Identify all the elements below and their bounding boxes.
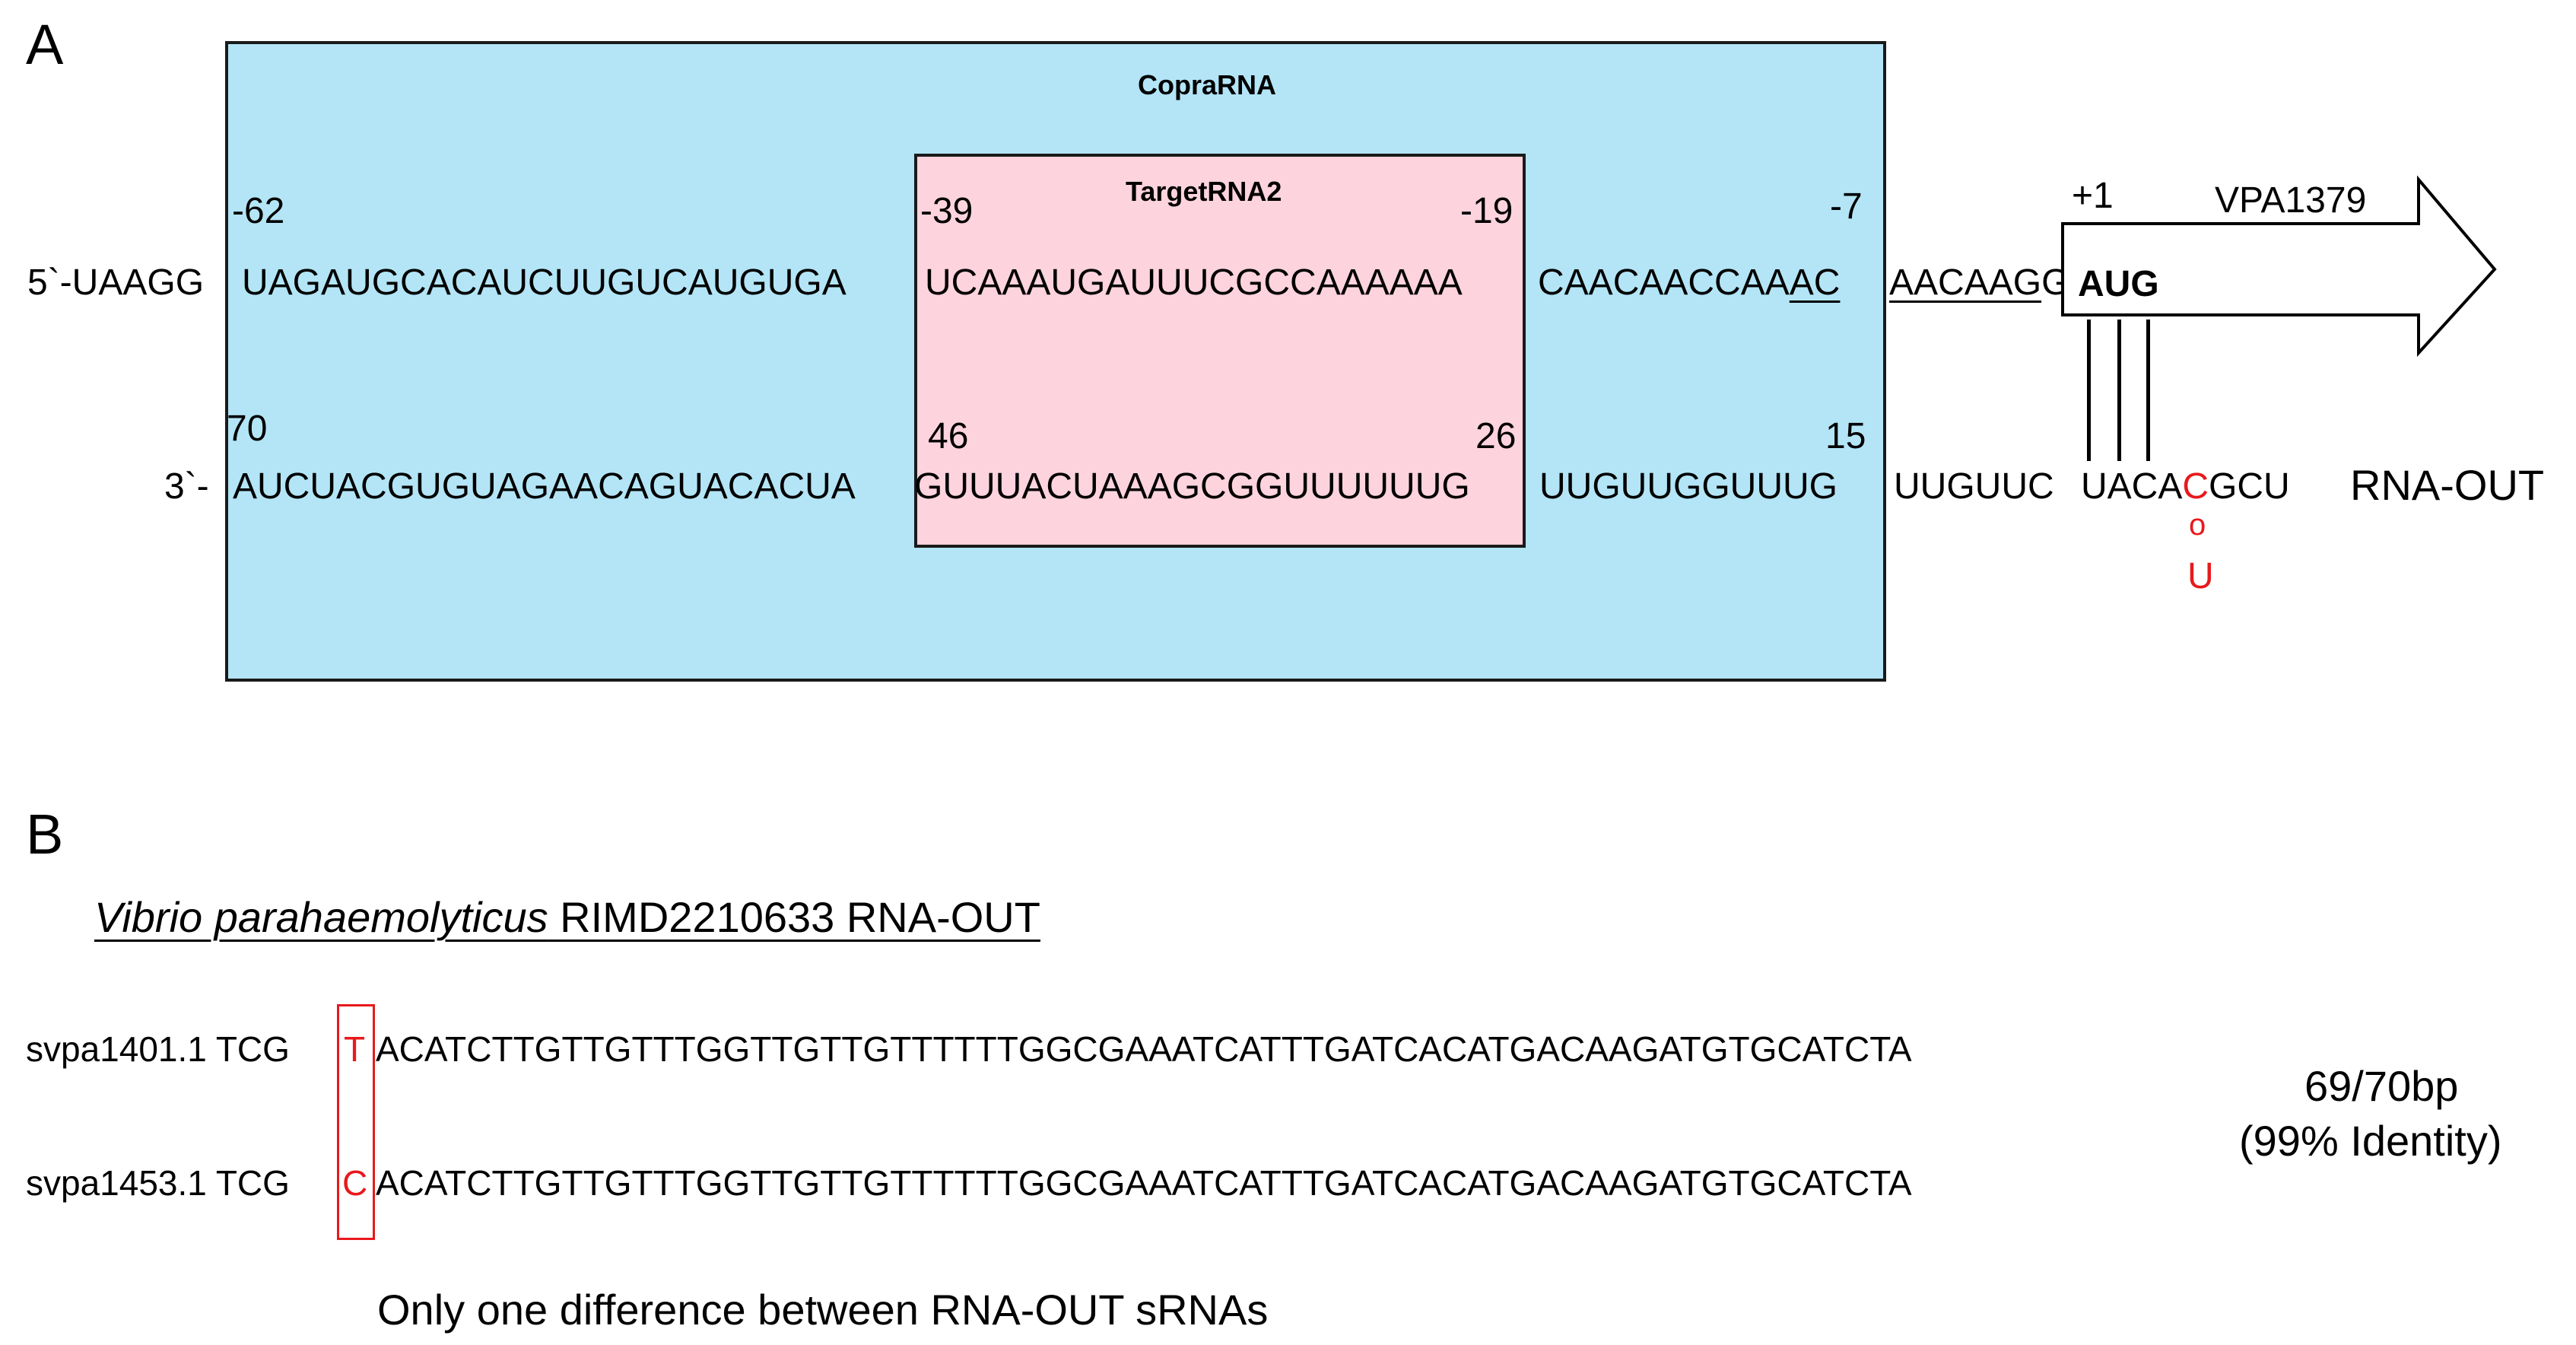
- bottom-position-2: 46: [928, 416, 969, 456]
- rna-out-label: RNA-OUT: [2350, 461, 2545, 509]
- top-strand-segment-3-plain: CAACAACCAA: [1538, 262, 1790, 303]
- top-strand-segment-4-underlined: AACAAG: [1889, 262, 2042, 303]
- pairing-line-3: [2146, 320, 2150, 461]
- gene-arrow-icon: [2061, 175, 2497, 358]
- top-strand-segment-3: CAACAACCAAAC: [1538, 265, 1840, 301]
- row-1-diff-base: T: [344, 1029, 366, 1069]
- sequence-row-2-id: svpa1453.1 TCG: [26, 1165, 290, 1200]
- top-strand-segment-3-underlined: AC: [1789, 262, 1841, 303]
- identity-percent: (99% Identity): [2239, 1117, 2502, 1165]
- panel-b-title: Vibrio parahaemolyticus RIMD2210633 RNA-…: [94, 896, 1040, 939]
- bottom-strand-segment-2: GUUUACUAAAGCGGUUUUUUG: [914, 466, 1470, 507]
- bottom-strand-segment-3: UUGUUGGUUUG: [1539, 466, 1838, 507]
- bottom-strand-segment-1: AUCUACGUGUAGAACAGUACACUA: [233, 466, 856, 507]
- pairing-line-2: [2117, 320, 2121, 461]
- top-strand-prefix: 5`-UAAGG: [27, 262, 205, 303]
- top-position-2: -39: [920, 191, 974, 231]
- variant-alternative-base: U: [2187, 556, 2214, 596]
- difference-highlight-frame: [337, 1004, 375, 1240]
- top-strand-segment-2: UCAAAUGAUUUCGCCAAAAAA: [925, 262, 1463, 303]
- top-strand-segment-4: AACAAGG: [1889, 265, 2069, 301]
- start-codon-label: AUG: [2078, 264, 2159, 304]
- identity-count: 69/70bp: [2304, 1062, 2459, 1110]
- row-2-diff-base: C: [342, 1163, 368, 1203]
- difference-note: Only one difference between RNA-OUT sRNA…: [377, 1286, 1269, 1334]
- gene-arrow-shape: [2061, 175, 2497, 358]
- panel-b-label: B: [26, 803, 64, 866]
- pairing-line-1: [2087, 320, 2091, 461]
- bottom-strand-segment-5: UACACGCU: [2081, 469, 2290, 505]
- sequence-row-1-id: svpa1401.1 TCG: [26, 1032, 290, 1067]
- bottom-strand-segment-5a: UACA: [2081, 466, 2183, 507]
- bottom-strand-segment-5b: GCU: [2209, 466, 2290, 507]
- gene-name-label: VPA1379: [2215, 180, 2367, 221]
- row-2-prefix: TCG: [215, 1163, 290, 1203]
- species-name: Vibrio parahaemolyticus: [94, 893, 548, 941]
- bottom-strand-segment-4: UUGUUC: [1894, 466, 2054, 507]
- top-position-4: -7: [1830, 186, 1863, 227]
- targetrna2-title: TargetRNA2: [1126, 176, 1282, 207]
- row-1-sequence: ACATCTTGTTGTTTGGTTGTTGTTTTTTGGCGAAATCATT…: [376, 1029, 1912, 1069]
- targetrna2-region-box: [914, 154, 1526, 548]
- top-position-1: -62: [232, 191, 285, 231]
- panel-a-label: A: [26, 13, 64, 76]
- top-position-3: -19: [1460, 191, 1514, 231]
- top-strand-segment-1: UAGAUGCACAUCUUGUCAUGUGA: [242, 262, 846, 303]
- bottom-strand-prefix: 3`-: [164, 466, 209, 507]
- variant-position-base: C: [2182, 466, 2209, 507]
- strain-label: RIMD2210633 RNA-OUT: [548, 893, 1040, 941]
- row-2-id: svpa1453.1: [26, 1163, 207, 1203]
- row-1-prefix: TCG: [215, 1029, 290, 1069]
- coprarna-title: CopraRNA: [1138, 69, 1277, 100]
- arrow-start-position: +1: [2072, 176, 2114, 216]
- row-2-sequence: ACATCTTGTTGTTTGGTTGTTGTTTTTTGGCGAAATCATT…: [376, 1163, 1912, 1203]
- bottom-position-4: 15: [1825, 416, 1866, 456]
- bottom-position-3: 26: [1475, 416, 1517, 456]
- row-1-id: svpa1401.1: [26, 1029, 207, 1069]
- bottom-position-1: 70: [227, 409, 268, 449]
- variant-circle-mark: o: [2189, 508, 2206, 542]
